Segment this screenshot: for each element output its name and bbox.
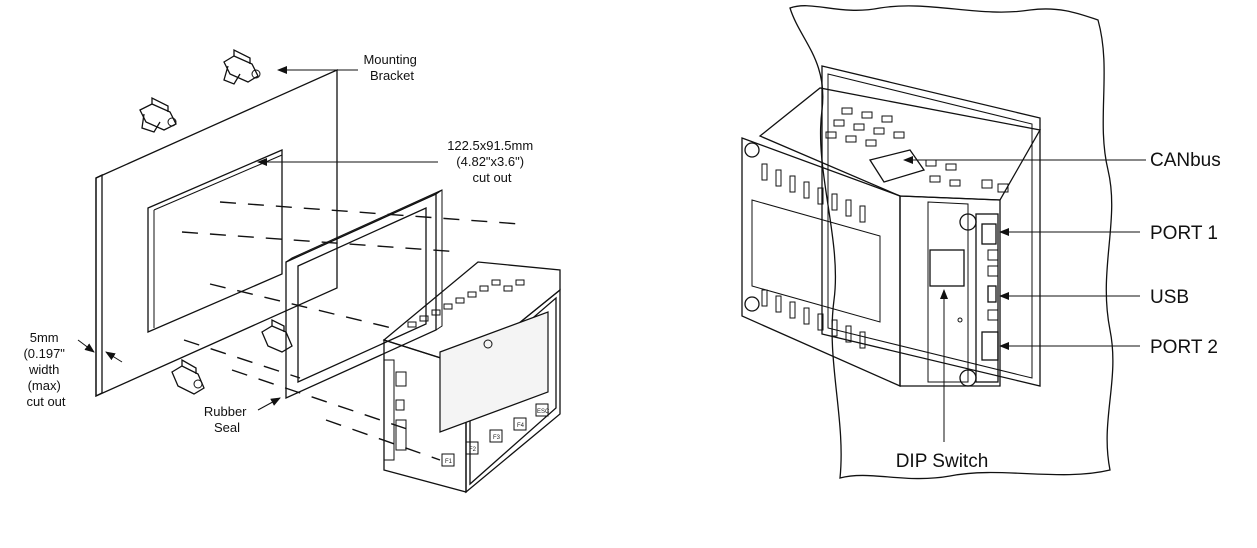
mounting-bracket-label: Mounting Bracket (363, 52, 420, 83)
mounting-panel (95, 68, 338, 398)
port1-connector (981, 223, 997, 245)
port-locations-diagram: CANbus PORT 1 USB PORT 2 DIP Switch (741, 5, 1221, 480)
port2-label: PORT 2 (1150, 337, 1218, 358)
port2-connector (981, 331, 999, 361)
cutout-dimensions-label: 122.5x91.5mm (4.82"x3.6") cut out (447, 138, 537, 185)
canbus-label: CANbus (1150, 150, 1221, 171)
port-block (975, 213, 999, 383)
controller-unit-left: F1 F2 F3 F4 ESC (382, 261, 561, 494)
panel-thickness-label: 5mm (0.197" width (max) cut out (23, 330, 68, 409)
key-f1: F1 (445, 459, 453, 465)
rubber-seal (285, 189, 443, 400)
keypad-area (407, 279, 525, 328)
dip-switch (929, 249, 965, 287)
port1-label: PORT 1 (1150, 223, 1218, 244)
mounting-bracket-lower-left (171, 358, 205, 395)
dip-switch-label: DIP Switch (896, 451, 989, 472)
key-f3: F3 (493, 435, 501, 441)
front-vents (761, 163, 866, 349)
panel-wall-outline (789, 5, 1114, 480)
mounting-bracket-top (223, 48, 261, 85)
usb-label: USB (1150, 287, 1189, 308)
panel-mounting-diagram: F1 F2 F3 F4 ESC (23, 48, 561, 494)
unit-screen (439, 311, 549, 433)
function-keys: F1 F2 F3 F4 ESC (441, 403, 550, 467)
key-f4: F4 (517, 423, 525, 429)
key-f2: F2 (469, 447, 477, 453)
alignment-dashes (181, 201, 521, 461)
mounting-bracket-lower-right (261, 318, 293, 353)
key-esc: ESC (537, 409, 550, 415)
mounting-screws (744, 142, 977, 387)
canbus-connector (868, 149, 926, 183)
mounting-bracket-middle (139, 96, 177, 133)
usb-connector (987, 285, 997, 303)
rubber-seal-label: Rubber Seal (204, 404, 250, 435)
